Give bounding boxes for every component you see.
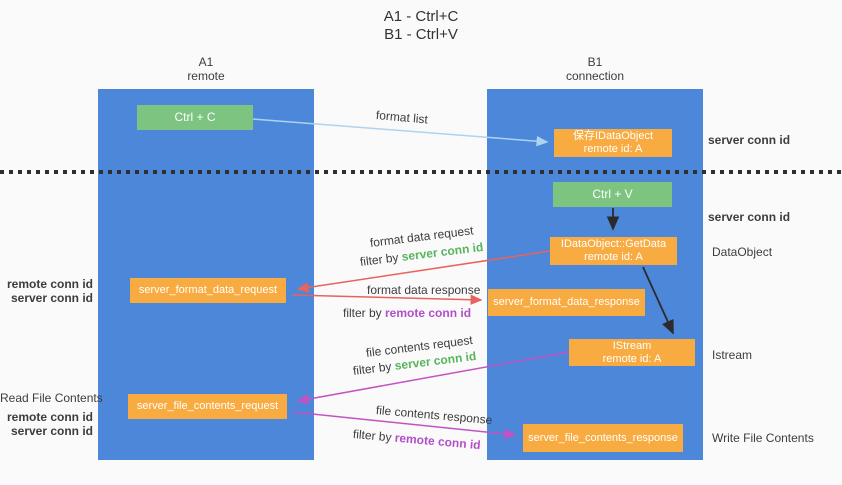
note-server-conn-id-top: server conn id xyxy=(708,133,791,147)
lane-b1-subtitle: connection xyxy=(565,69,625,83)
node-save-idataobject-line2: remote id: A xyxy=(583,143,643,155)
node-server-format-data-request: server_format_data_request xyxy=(130,278,286,303)
node-save-idataobject-line1: 保存IDataObject xyxy=(572,130,654,142)
note-server-conn-id-1: server conn id xyxy=(10,291,93,305)
note-read-file-contents: Read File Contents xyxy=(0,391,103,405)
label-format-list: format list xyxy=(375,108,428,126)
note-remote-conn-id-1: remote conn id xyxy=(6,277,93,291)
node-server-file-contents-response: server_file_contents_response xyxy=(523,424,683,452)
node-istream: IStream remote id: A xyxy=(569,339,695,366)
remote-conn-id-keyword: remote conn id xyxy=(394,430,482,453)
node-file-response-label: server_file_contents_response xyxy=(528,431,678,444)
node-ctrl-v: Ctrl + V xyxy=(553,182,672,207)
note-dataobject: DataObject xyxy=(712,245,773,259)
node-ctrl-c-label: Ctrl + C xyxy=(174,110,216,124)
node-ctrl-v-label: Ctrl + V xyxy=(592,187,633,201)
note-remote-conn-id-2: remote conn id xyxy=(6,410,93,424)
label-format-data-response: format data response xyxy=(367,283,480,297)
node-format-response-label: server_format_data_response xyxy=(493,296,640,308)
node-ctrl-c: Ctrl + C xyxy=(137,105,253,130)
node-istream-line2: remote id: A xyxy=(602,352,662,365)
remote-conn-id-keyword: remote conn id xyxy=(385,306,472,320)
label-format-list-text: format list xyxy=(375,108,429,127)
filter-by-text: filter by xyxy=(359,249,403,269)
node-getdata-line2: remote id: A xyxy=(584,251,643,263)
title-line-2: B1 - Ctrl+V xyxy=(384,26,458,43)
lane-b1-name: B1 xyxy=(587,55,603,69)
lane-header-a1: A1 remote xyxy=(98,55,314,83)
lane-header-b1: B1 connection xyxy=(487,55,703,83)
filter-by-text: filter by xyxy=(343,306,386,320)
node-getdata-line1: IDataObject::GetData xyxy=(560,238,667,250)
lane-a1-name: A1 xyxy=(198,55,214,69)
machine-boundary-dotted-line xyxy=(0,170,842,174)
node-idataobject-getdata: IDataObject::GetData remote id: A xyxy=(550,237,677,265)
node-server-format-data-response: server_format_data_response xyxy=(488,289,645,316)
label-filter-by-remote-conn-id-2: filter by remote conn id xyxy=(352,427,481,452)
node-file-request-label: server_file_contents_request xyxy=(136,400,279,412)
filter-by-text: filter by xyxy=(352,358,396,378)
label-file-contents-response: file contents response xyxy=(375,403,493,427)
note-istream: Istream xyxy=(712,348,753,362)
lane-a1-subtitle: remote xyxy=(187,69,225,83)
filter-by-text: filter by xyxy=(352,427,396,445)
node-save-idataobject: 保存IDataObject remote id: A xyxy=(554,129,672,157)
node-format-request-label: server_format_data_request xyxy=(138,284,278,296)
label-file-contents-response-text: file contents response xyxy=(375,403,493,428)
label-format-data-response-text: format data response xyxy=(367,283,481,297)
title-line-1: A1 - Ctrl+C xyxy=(383,8,459,25)
node-server-file-contents-request: server_file_contents_request xyxy=(128,394,287,419)
note-server-conn-id-2: server conn id xyxy=(10,424,93,438)
diagram-title: A1 - Ctrl+C B1 - Ctrl+V xyxy=(0,8,842,44)
node-istream-line1: IStream xyxy=(612,339,652,352)
label-filter-by-remote-conn-id-1: filter by remote conn id xyxy=(343,306,471,320)
note-write-file-contents: Write File Contents xyxy=(712,431,814,445)
note-server-conn-id-mid: server conn id xyxy=(708,210,791,224)
